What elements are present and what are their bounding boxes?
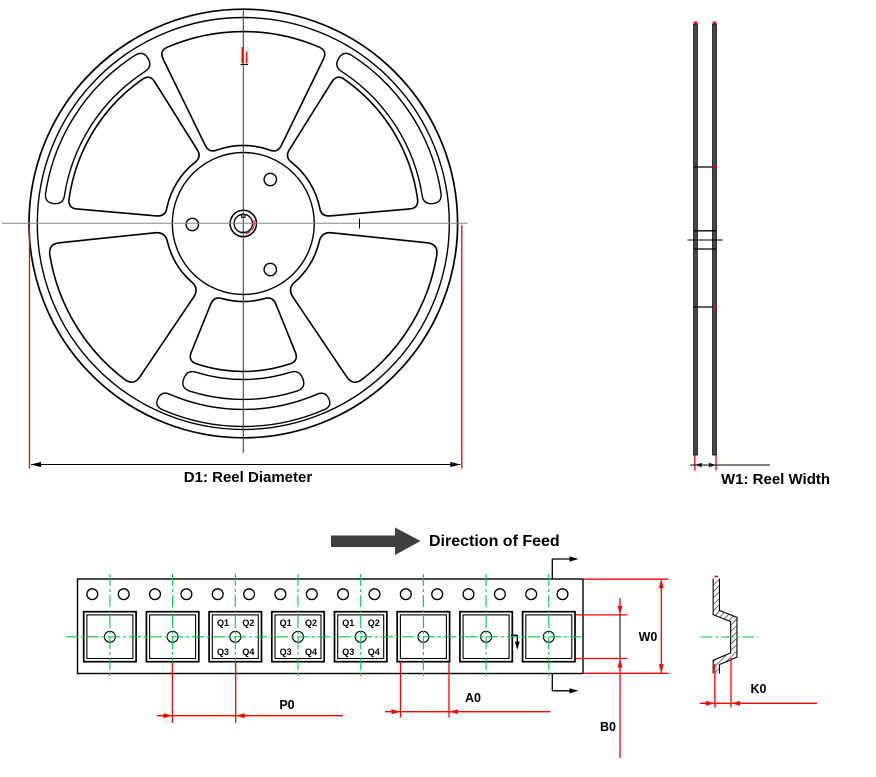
arrowhead [658, 579, 664, 589]
k0-label: K0 [751, 682, 767, 696]
section-profile-hatch [713, 578, 737, 674]
arrowhead [449, 709, 458, 715]
sprocket-hole [117, 588, 130, 601]
sprocket-hole [180, 588, 193, 601]
arrowhead [731, 700, 740, 706]
arrowhead [163, 713, 173, 719]
sprocket-hole [462, 588, 475, 601]
quadrant-label: Q1 [280, 618, 292, 628]
arrowhead [617, 605, 623, 615]
w1-label: W1: Reel Width [721, 471, 830, 488]
arrowhead [694, 462, 702, 468]
tape-centerlines [66, 574, 581, 679]
dimension-a0: A0 [385, 662, 551, 718]
dimension-d1: D1: Reel Diameter [28, 225, 463, 486]
dimension-k0: K0 [700, 658, 817, 708]
b0-label: B0 [600, 720, 616, 734]
tape-outline [76, 578, 584, 675]
p0-label: P0 [279, 698, 294, 712]
reel-rim-slot [44, 52, 151, 205]
sprocket-holes [86, 588, 569, 601]
a0-label: A0 [465, 691, 481, 705]
arrowhead [569, 556, 579, 562]
arrowhead [31, 461, 41, 468]
hub-hole [263, 262, 278, 277]
quadrant-label: Q1 [342, 618, 354, 628]
section-cut-markers [511, 556, 579, 694]
sprocket-hole [86, 588, 99, 601]
sprocket-hole [556, 588, 569, 601]
sprocket-hole [493, 588, 506, 601]
reel-window [48, 231, 197, 384]
pocket-section-view: K0 [700, 575, 817, 708]
quadrant-label: Q2 [368, 618, 380, 628]
quadrant-label: Q2 [305, 618, 317, 628]
sprocket-hole [148, 588, 162, 601]
quadrant-label: Q1 [217, 618, 229, 628]
carrier-tape: Q1 Q2 Q3 Q4 Q1 Q2 Q3 Q4 Q1 Q2 Q3 Q4 [66, 556, 584, 694]
hub-hole [185, 217, 200, 232]
arrowhead [569, 688, 579, 694]
reel-window [289, 231, 438, 384]
arrowhead [658, 664, 664, 674]
hub-hole [263, 172, 278, 187]
dimension-w1: W1: Reel Width [690, 455, 830, 488]
arrowhead [514, 641, 520, 650]
reel-window [68, 76, 200, 217]
quadrant-label: Q2 [242, 618, 254, 628]
hub-red-arc [245, 231, 251, 235]
reel-rim-slot [336, 52, 442, 205]
arrowhead [709, 462, 716, 468]
sprocket-hole [274, 588, 287, 601]
arrowhead [235, 713, 245, 719]
reel-front-view: D1: Reel Diameter [2, 8, 468, 486]
d1-label: D1: Reel Diameter [184, 469, 313, 486]
sprocket-hole [243, 588, 256, 601]
feed-direction-label: Direction of Feed [429, 533, 560, 550]
quadrant-label: Q3 [342, 647, 354, 657]
quadrant-label: Q4 [368, 647, 380, 657]
arrowhead [391, 709, 401, 715]
quadrant-label: Q3 [217, 647, 229, 657]
section-marker-bottom [551, 673, 571, 692]
sprocket-hole [368, 588, 381, 601]
quadrant-label: Q4 [242, 647, 254, 657]
dimension-b0: B0 [575, 598, 628, 758]
sprocket-hole [305, 588, 318, 601]
arrowhead [450, 461, 461, 468]
pocket-quadrant-labels: Q1 Q2 Q3 Q4 Q1 Q2 Q3 Q4 Q1 Q2 Q3 Q4 [217, 618, 380, 657]
red-mark [693, 21, 698, 24]
quadrant-label: Q3 [280, 647, 292, 657]
dimension-w0: W0 [584, 578, 669, 674]
reel-window [286, 76, 419, 217]
red-mark [712, 21, 717, 24]
dimension-p0: P0 [157, 662, 343, 723]
feed-direction: Direction of Feed [331, 527, 560, 555]
sprocket-hole [399, 588, 412, 601]
sprocket-hole [525, 588, 538, 601]
hub-red-arc [251, 219, 255, 231]
section-marker-top [551, 558, 571, 579]
feed-arrow-icon [331, 527, 421, 555]
sprocket-hole [431, 588, 444, 601]
quadrant-label: Q4 [305, 647, 317, 657]
w0-label: W0 [639, 630, 658, 644]
arrowhead [705, 700, 715, 706]
sprocket-hole [211, 588, 224, 601]
sprocket-hole [337, 588, 350, 601]
reel-side-view: W1: Reel Width [687, 21, 830, 488]
